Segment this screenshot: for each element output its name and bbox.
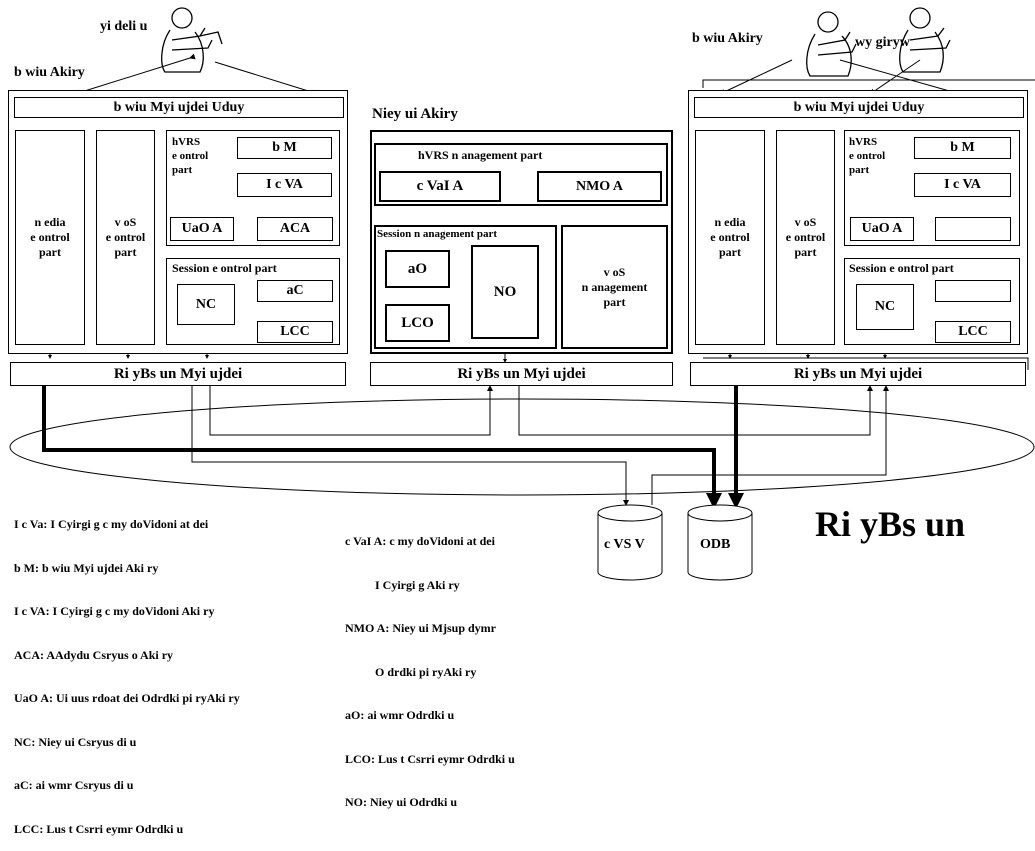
legend-right-item: I Cyirgi g Aki ry	[345, 578, 515, 593]
left-qos-control: v oS e ontrol part	[96, 130, 155, 345]
left-media-control: n edia e ontrol part	[15, 130, 85, 345]
cvaia-box: c VaI A	[379, 171, 501, 202]
left-aca-box: ACA	[257, 217, 333, 241]
legend-left-item: NC: Niey ui Csryus di u	[14, 735, 240, 750]
right-session-label: Session e ontrol part	[849, 262, 954, 274]
terminal-agent-left-label: b wiu Akiry	[14, 66, 85, 80]
left-ac-box: aC	[257, 280, 333, 302]
right-icva-box: I c VA	[914, 173, 1011, 197]
legend-right-item: aO: ai wmr Odrdki u	[345, 708, 515, 723]
right-nc-box: NC	[856, 284, 914, 330]
ao-box: aO	[385, 250, 450, 288]
lco-box: LCO	[385, 304, 450, 342]
legend-right-item: LCO: Lus t Csrri eymr Odrdki u	[345, 752, 515, 767]
right-lcc-box: LCC	[935, 321, 1011, 343]
left-lcc-box: LCC	[257, 321, 333, 343]
right-network-bar: Ri yBs un Myi ujdei	[690, 362, 1026, 386]
user-right-a-label: b wiu Akiry	[692, 32, 763, 46]
legend-right-item: NO: Niey ui Odrdki u	[345, 795, 515, 810]
right-uaoa-box: UaO A	[850, 217, 914, 241]
network-ellipse	[10, 399, 1034, 495]
legend-right-item: c VaI A: c my doVidoni at dei	[345, 534, 515, 549]
network-label: Ri yBs un	[815, 506, 965, 542]
legend-right: c VaI A: c my doVidoni at dei I Cyirgi g…	[345, 505, 515, 824]
center-network-bar: Ri yBs un Myi ujdei	[370, 362, 673, 386]
user-figure-left	[162, 8, 222, 72]
legend-left-item: LCC: Lus t Csrri eymr Odrdki u	[14, 822, 240, 837]
right-qos-control: v oS e ontrol part	[776, 130, 835, 345]
legend-left: I c Va: I Cyirgi g c my doVidoni at dei …	[14, 488, 240, 851]
user-right-b-label: wy giryw	[855, 36, 910, 50]
user-left-label: yi deli u	[100, 20, 147, 34]
legend-left-item: UaO A: Ui uus rdoat dei Odrdki pi ryAki …	[14, 691, 240, 706]
left-nc-box: NC	[177, 284, 235, 325]
legend-left-item: ACA: AAdydu Csryus o Aki ry	[14, 648, 240, 663]
left-icva-box: I c VA	[237, 173, 332, 197]
nmoa-box: NMO A	[537, 171, 662, 202]
right-panel-top-bar: b wiu Myi ujdei Uduy	[694, 97, 1024, 118]
database-cvsv-label: c VS V	[604, 538, 645, 552]
network-agent-title: Niey ui Akiry	[372, 107, 458, 122]
no-box: NO	[471, 245, 539, 339]
qos-management-part: v oS n anagement part	[561, 225, 668, 349]
left-panel-top-bar: b wiu Myi ujdei Uduy	[14, 97, 344, 118]
left-bm-box: b M	[237, 137, 332, 159]
left-network-bar: Ri yBs un Myi ujdei	[10, 362, 346, 386]
left-hvrs-label: hVRS e ontrol part	[172, 136, 208, 177]
legend-left-item: aC: ai wmr Csryus di u	[14, 778, 240, 793]
legend-right-item: NMO A: Niey ui Mjsup dymr	[345, 621, 515, 636]
left-session-label: Session e ontrol part	[172, 262, 277, 274]
session-management-label: Session n anagement part	[377, 229, 497, 240]
database-odb-label: ODB	[700, 538, 730, 552]
legend-left-item: I c VA: I Cyirgi g c my doVidoni Aki ry	[14, 604, 240, 619]
right-empty-box-hvrs	[935, 217, 1011, 241]
legend-left-item: I c Va: I Cyirgi g c my doVidoni at dei	[14, 517, 240, 532]
right-bm-box: b M	[914, 137, 1011, 159]
hvrs-management-label: hVRS n anagement part	[418, 149, 542, 161]
right-empty-box-session	[935, 280, 1011, 302]
left-uaoa-box: UaO A	[170, 217, 234, 241]
right-hvrs-label: hVRS e ontrol part	[849, 136, 885, 177]
legend-right-item: O drdki pi ryAki ry	[345, 665, 515, 680]
user-figure-right-a	[807, 12, 856, 76]
right-media-control: n edia e ontrol part	[695, 130, 765, 345]
legend-left-item: b M: b wiu Myi ujdei Aki ry	[14, 561, 240, 576]
